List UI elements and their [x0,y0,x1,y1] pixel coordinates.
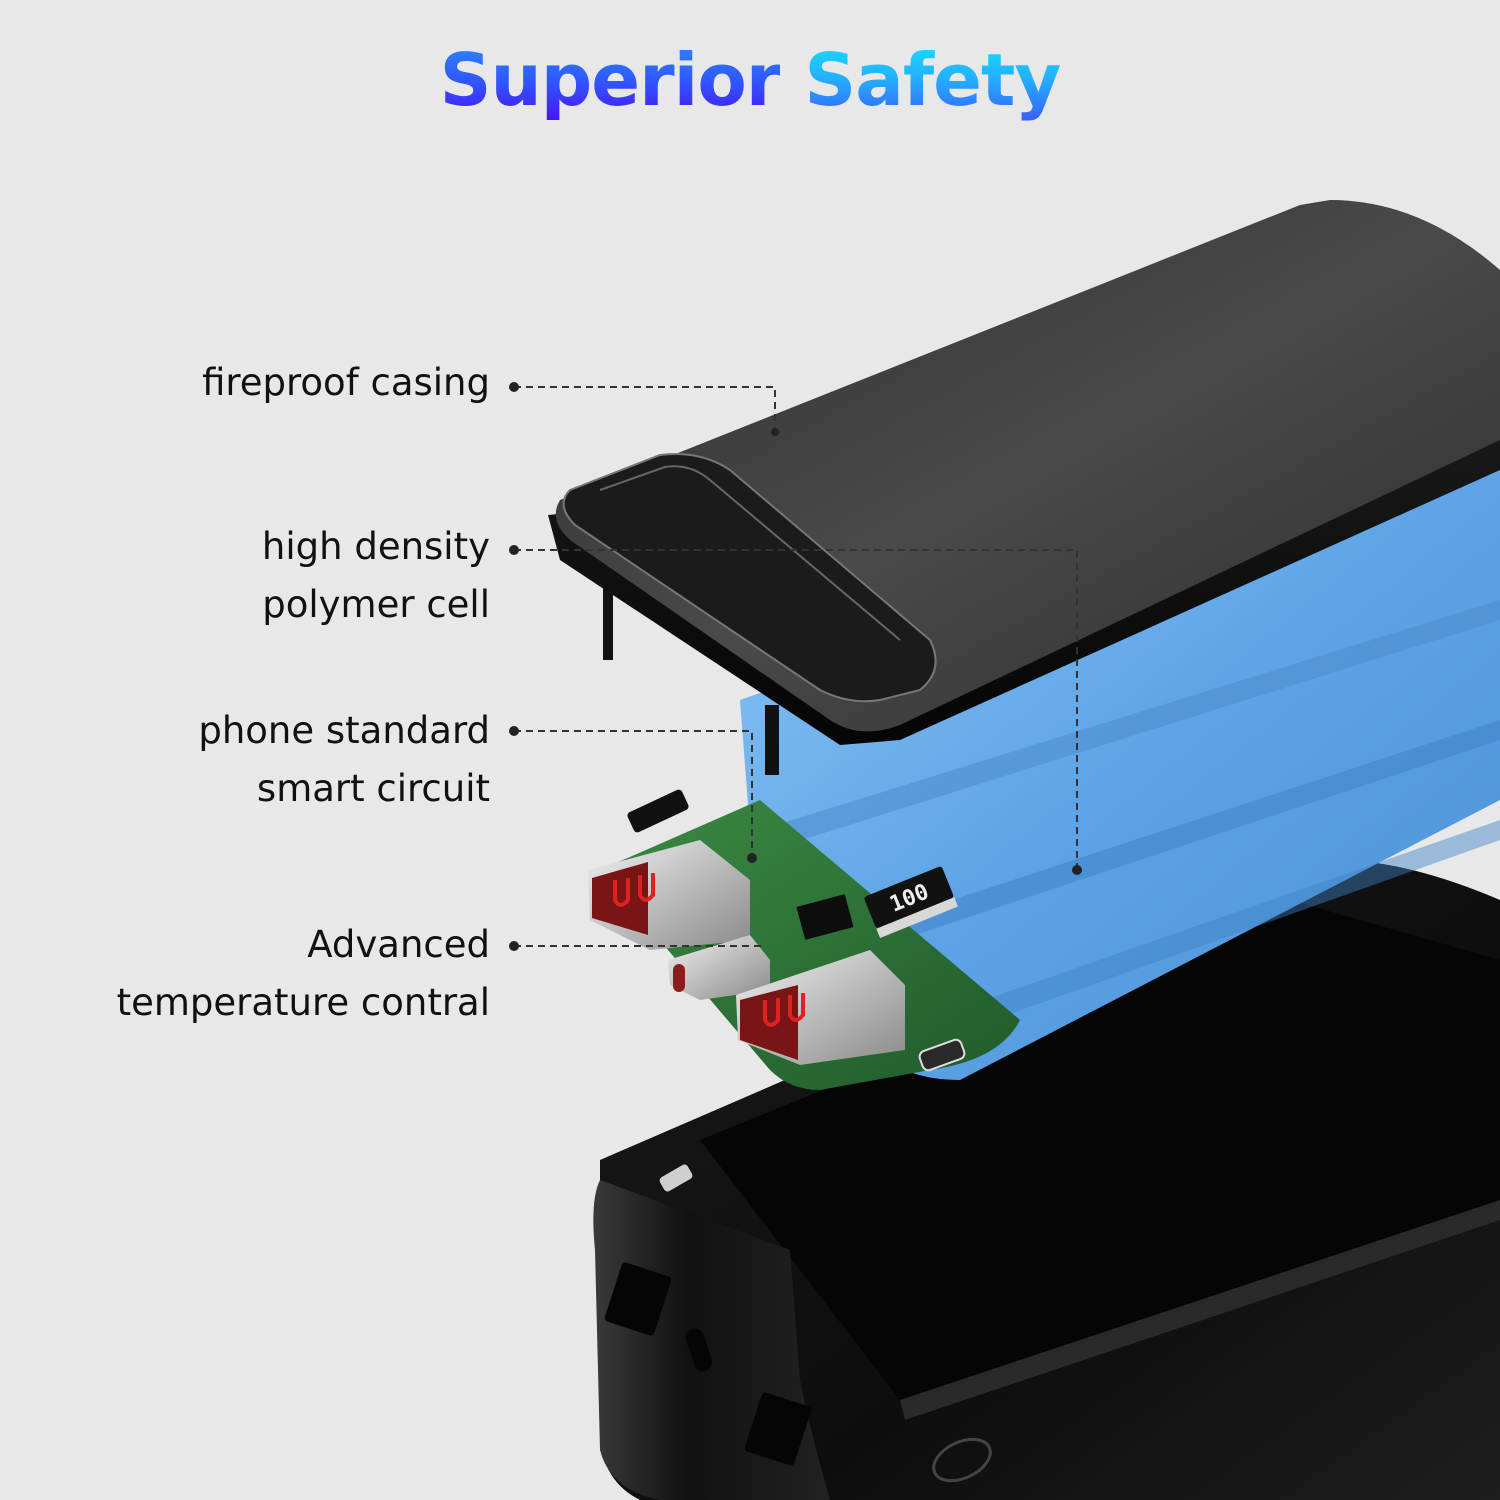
callout-fireproof-casing: fireproof casing [202,354,490,412]
callout-text-line2: polymer cell [262,583,490,626]
callout-advanced-temperature-control: Advanced temperature contral [117,916,490,1032]
dot-icon [1072,865,1082,875]
bottom-shell [593,860,1500,1500]
dot-icon [509,941,519,951]
usb-c-port-icon [685,1328,713,1372]
callout-dots [509,382,1082,951]
usb-a-port-icon [604,1262,672,1336]
callout-text-line1: phone standard [198,709,490,752]
usb-a-connector-icon [736,950,905,1065]
callout-text: fireproof casing [202,361,490,404]
callout-text-line2: smart circuit [256,767,490,810]
dot-icon [747,853,757,863]
usb-a-port-icon [744,1392,812,1466]
callout-phone-standard-smart-circuit: phone standard smart circuit [198,702,490,818]
smart-circuit-board: 100 [588,789,1020,1090]
polymer-battery-cell [740,460,1500,1080]
chip-icon [796,894,854,940]
callout-high-density-polymer-cell: high density polymer cell [262,518,490,634]
dot-icon [771,428,779,436]
micro-usb-connector-icon [918,1038,966,1072]
callout-text-line2: temperature contral [116,981,490,1024]
dot-icon [509,726,519,736]
page-title: Superior Safety [0,38,1500,122]
usb-c-connector-icon [668,935,770,1000]
callout-text-line1: Advanced [307,923,490,966]
callout-leader-lines [514,386,1078,947]
usb-a-connector-icon [588,840,750,950]
title-word-safety: Safety [804,38,1061,122]
dot-icon [509,545,519,555]
dot-icon [509,382,519,392]
top-fireproof-casing [548,200,1500,775]
micro-usb-port-icon [932,1437,992,1483]
callout-text-line1: high density [261,525,490,568]
leader-casing [514,386,776,432]
led-display: 100 [864,866,958,938]
title-word-superior: Superior [439,38,782,122]
